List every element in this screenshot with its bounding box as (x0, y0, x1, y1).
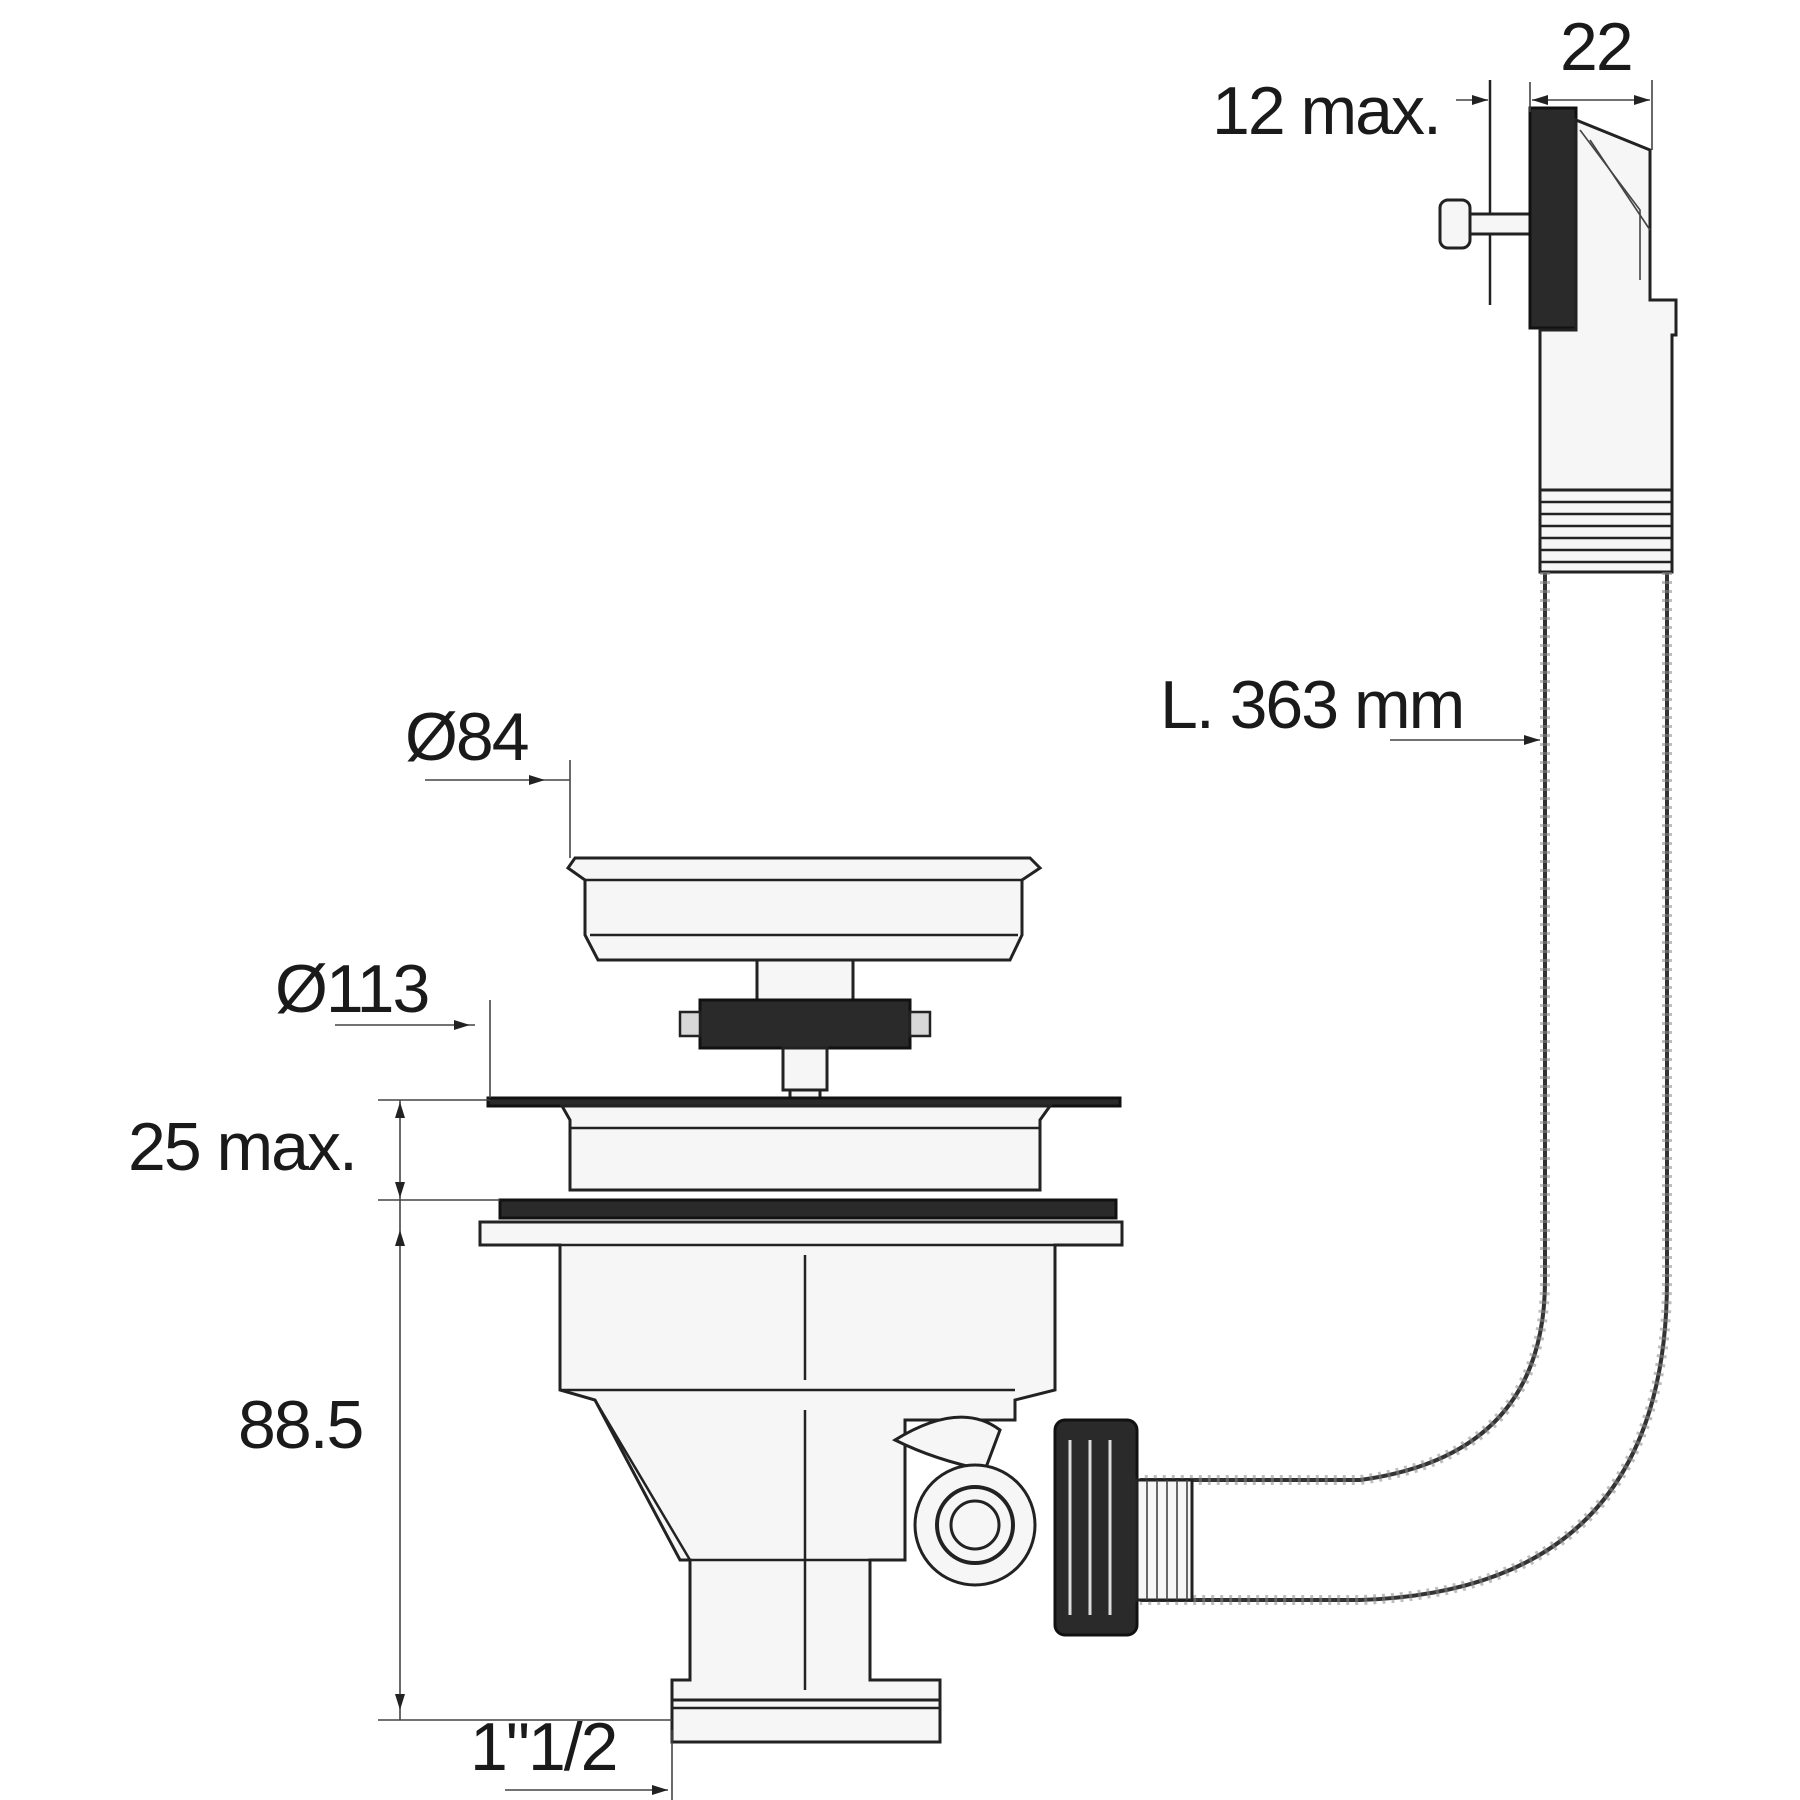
label-outlet-size: 1"1/2 (470, 1709, 617, 1785)
overflow-inner-line (1579, 129, 1641, 280)
hose-nut (1053, 1418, 1139, 1637)
overflow-knob (1438, 198, 1472, 250)
overflow-hose (1140, 572, 1672, 1605)
overflow-connector (1538, 488, 1674, 574)
overflow-plate (1528, 106, 1578, 330)
overflow-stem (1468, 212, 1532, 236)
label-overflow-panel-max: 12 max. (1212, 73, 1440, 149)
overflow-lever (891, 1415, 1002, 1472)
overflow-inlet (913, 1463, 1037, 1587)
label-overflow-width: 22 (1560, 9, 1632, 85)
sink-wall (498, 1198, 1118, 1220)
basket-seal (698, 998, 912, 1050)
basket-strainer (425, 760, 1043, 1102)
overflow-assembly (1438, 80, 1678, 574)
left-dimensions (335, 1000, 673, 1800)
label-hose-length: L. 363 mm (1160, 667, 1463, 743)
hose-spigot (1135, 1478, 1194, 1602)
outlet-collar (670, 1698, 942, 1744)
label-sink-thickness-max: 25 max. (128, 1109, 356, 1185)
label-flange-diameter: Ø113 (275, 951, 428, 1027)
drain-body (478, 1096, 1194, 1744)
label-body-height: 88.5 (238, 1387, 362, 1463)
overflow-housing (1538, 117, 1678, 492)
label-basket-diameter: Ø84 (405, 699, 528, 775)
